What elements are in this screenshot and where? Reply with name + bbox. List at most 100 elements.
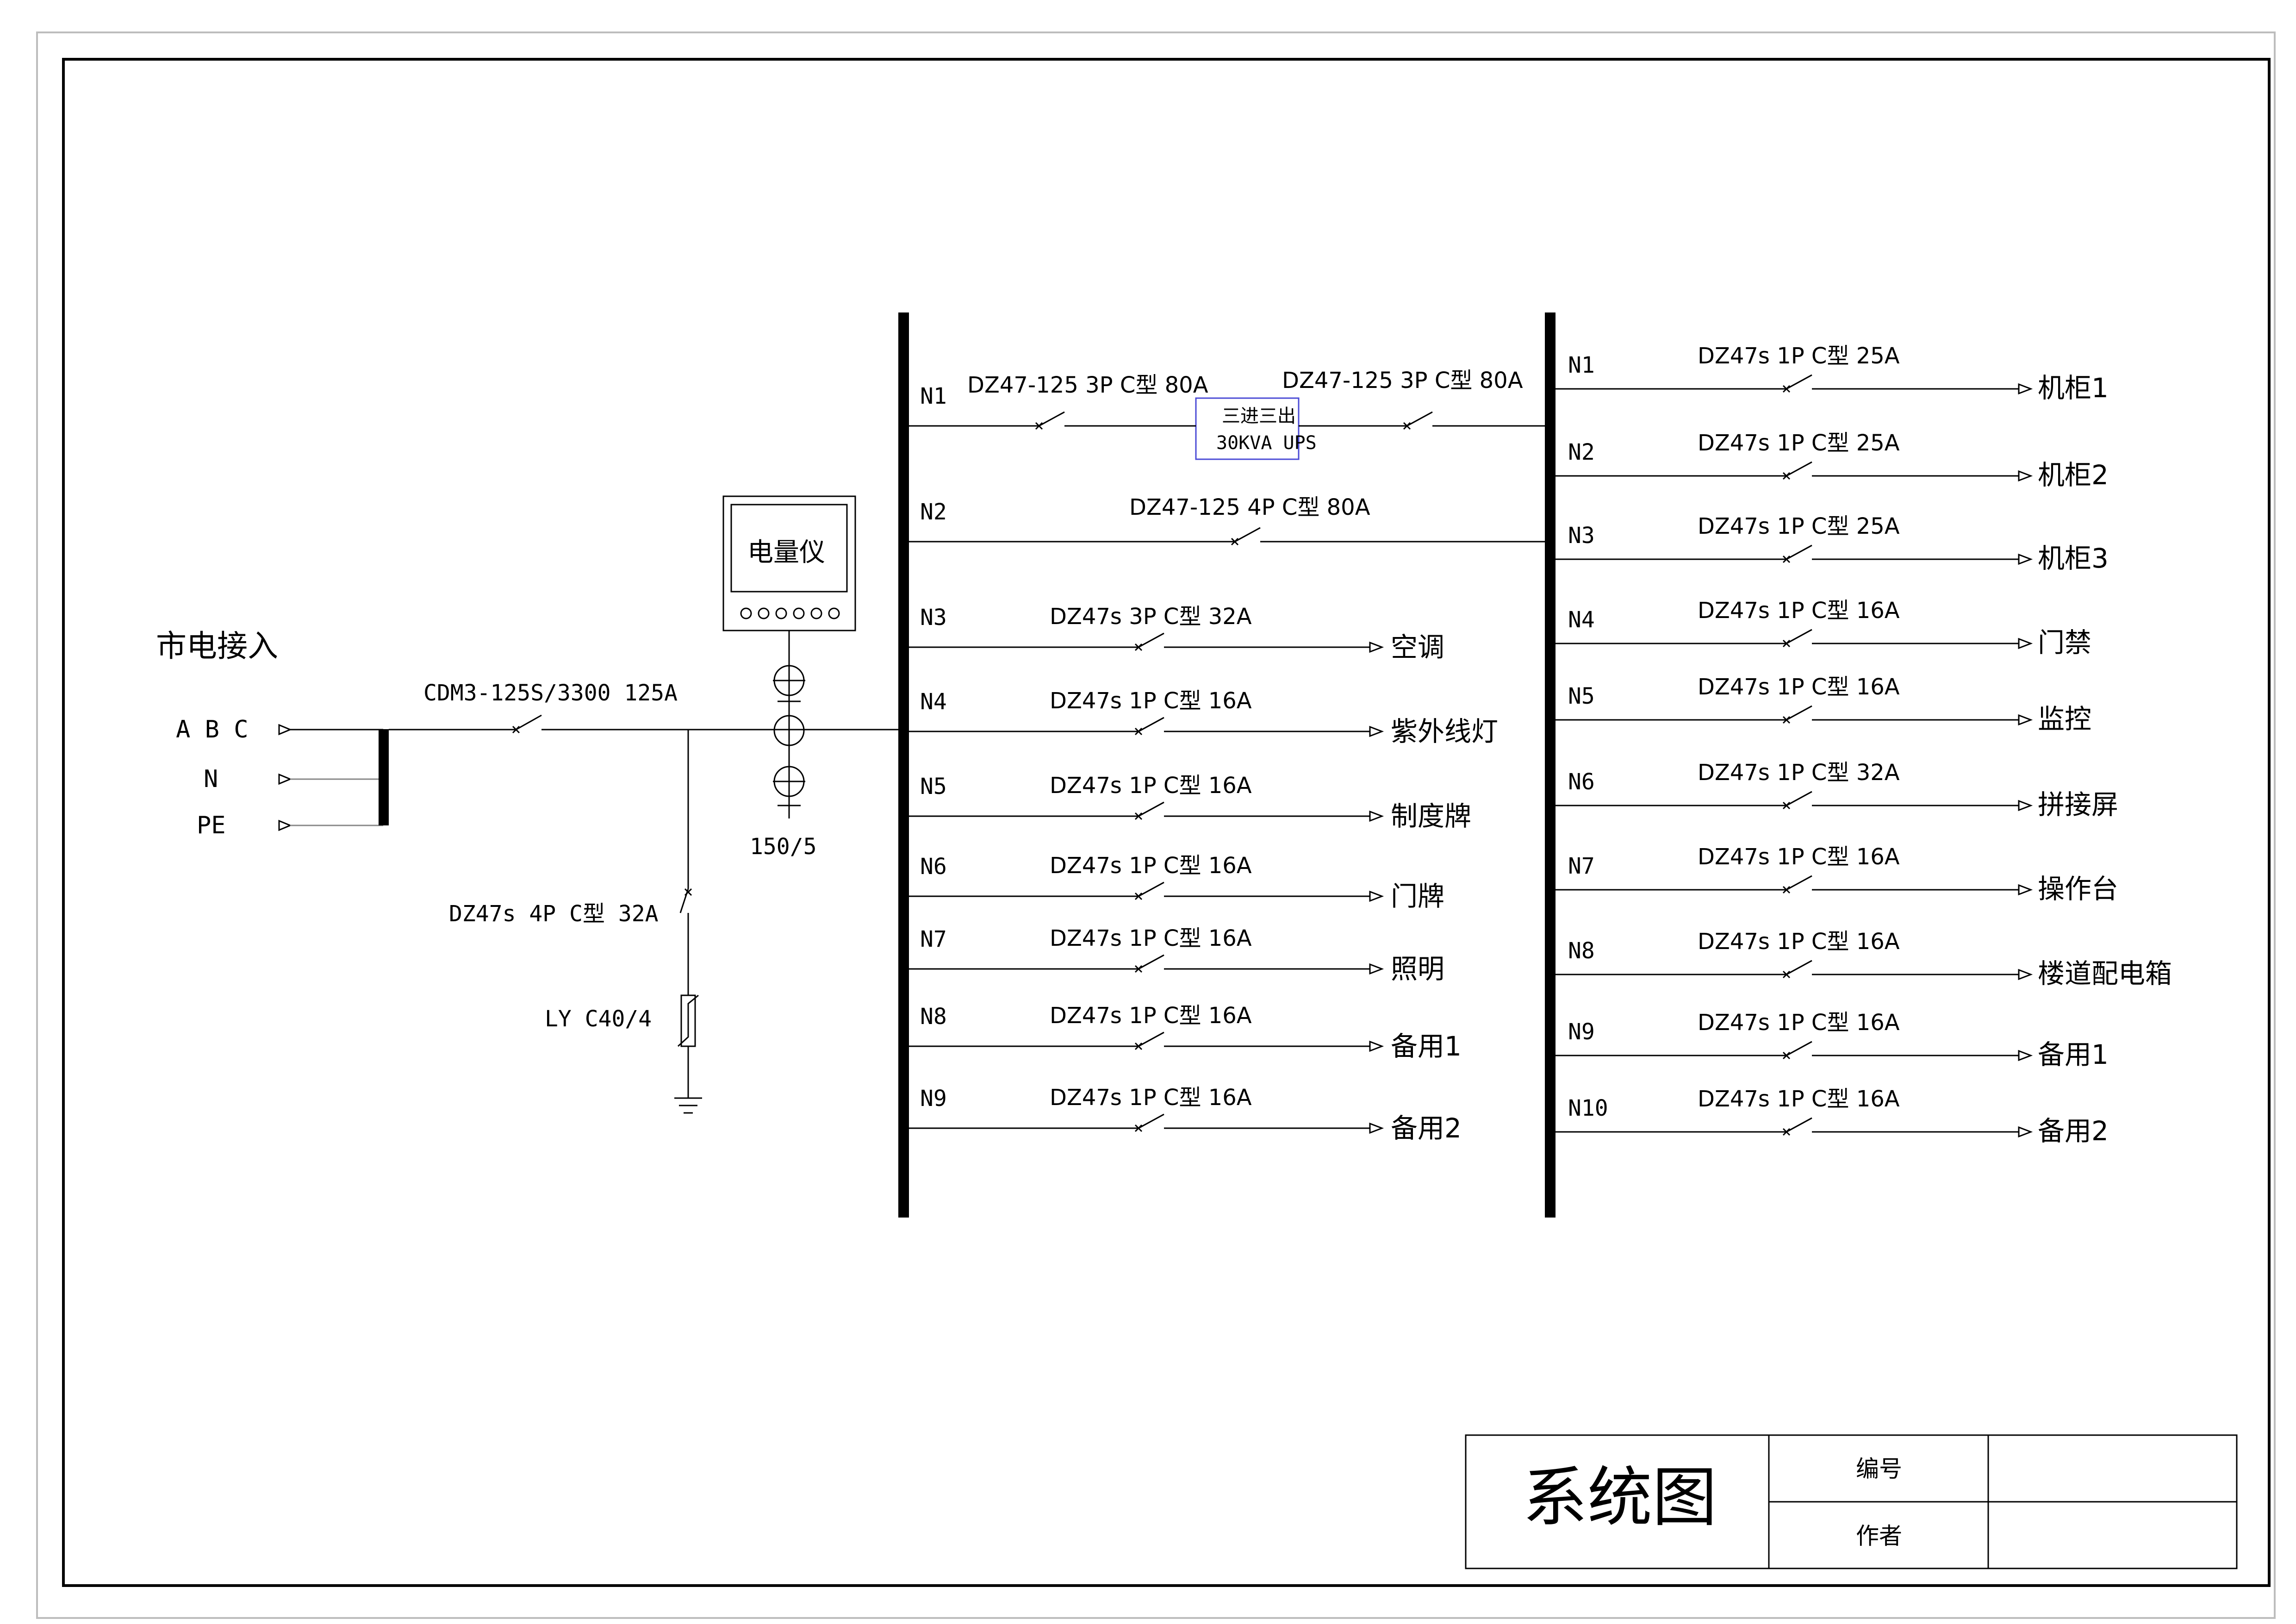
- bus1-n8-breaker-blade: [1138, 1031, 1164, 1047]
- terminal-pe: [278, 819, 292, 831]
- bus1-n9-id: N9: [920, 1086, 947, 1112]
- bus2-n10-id: N10: [1568, 1095, 1608, 1121]
- bus2-n4-load-label: 门禁: [2038, 627, 2091, 658]
- bus1-n4-arrow: [1369, 725, 1384, 737]
- outer-frame: [36, 31, 2276, 1619]
- inner-frame: [62, 58, 2271, 1587]
- bus2-n2-id: N2: [1568, 439, 1595, 465]
- bus2-n9-arrow: [2018, 1049, 2033, 1062]
- meter-assembly: [722, 495, 856, 818]
- title-block: [1465, 1434, 2238, 1569]
- phase-labels: A B C N PE: [176, 716, 249, 839]
- bus2-n1-id: N1: [1568, 352, 1595, 378]
- phase-label-pe: PE: [197, 812, 226, 839]
- terminal-n: [278, 773, 292, 785]
- bus1-n5-circuit: N5 DZ47s 1P C型 16A 制度牌: [909, 773, 1471, 832]
- busbar-1: [898, 312, 909, 1218]
- meter-screen: [730, 504, 848, 593]
- bus2-n6-arrow: [2018, 800, 2033, 812]
- bus2-n3-breaker-label: DZ47s 1P C型 25A: [1698, 513, 1900, 539]
- bus1-n1-breaker-label: DZ47-125 3P C型 80A: [967, 372, 1208, 398]
- bus2-n2-arrow: [2018, 470, 2033, 482]
- bus2-n9-load-label: 备用1: [2038, 1039, 2109, 1070]
- meter-button-2: [758, 607, 770, 619]
- terminal-abc: [278, 724, 292, 736]
- meter-label: 电量仪: [747, 537, 825, 568]
- bus1-n8-arrow: [1369, 1040, 1384, 1052]
- bus2-n1-arrow: [2018, 383, 2033, 395]
- bus1-n7-breaker-blade: [1138, 954, 1164, 970]
- ct-ratio-label: 150/5: [750, 834, 817, 860]
- bus2-n5-load-label: 监控: [2038, 703, 2091, 735]
- bus2-n5-breaker-blade: [1786, 705, 1812, 721]
- bus2-n8-breaker-label: DZ47s 1P C型 16A: [1698, 929, 1900, 955]
- bus2-n6-breaker-blade: [1786, 791, 1812, 806]
- bus2-n4-breaker-label: DZ47s 1P C型 16A: [1698, 598, 1900, 624]
- bus1-n9-breaker-blade: [1138, 1113, 1164, 1129]
- bus1-n6-id: N6: [920, 854, 947, 880]
- number-label: 编号: [1856, 1455, 1902, 1482]
- bus1-n8-breaker-label: DZ47s 1P C型 16A: [1050, 1003, 1252, 1029]
- bus2-n8-breaker-blade: [1786, 960, 1812, 975]
- bus1-n5-load-label: 制度牌: [1391, 800, 1471, 832]
- bus2-n3-id: N3: [1568, 523, 1595, 549]
- source-label: 市电接入: [156, 628, 278, 664]
- bus2-n4-breaker-blade: [1786, 629, 1812, 644]
- bus1-n1-breaker-label-2: DZ47-125 3P C型 80A: [1282, 368, 1523, 394]
- ups-line-1: 三进三出: [1222, 406, 1296, 427]
- bus2-n6-load-label: 拼接屏: [2038, 789, 2118, 820]
- spd-arrester-curve: [677, 994, 699, 1047]
- spd-breaker-label: DZ47s 4P C型 32A: [449, 901, 659, 927]
- meter-button-1: [740, 607, 752, 619]
- bus1-n2-breaker-label: DZ47-125 4P C型 80A: [1129, 494, 1370, 520]
- bus2-n4-id: N4: [1568, 607, 1595, 633]
- bus2-n7-arrow: [2018, 884, 2033, 896]
- bus1-n6-load-label: 门牌: [1391, 881, 1444, 912]
- bus2-n8-arrow: [2018, 968, 2033, 981]
- meter-button-5: [810, 607, 822, 619]
- meter-button-4: [793, 607, 805, 619]
- spd-branch: [674, 730, 702, 1114]
- bus2-n8-load-label: 楼道配电箱: [2038, 958, 2172, 989]
- bus2-n2-breaker-blade: [1786, 461, 1812, 477]
- meter-button-6: [828, 607, 840, 619]
- bus1-n1-id: N1: [920, 383, 947, 409]
- bus1-n4-id: N4: [920, 689, 947, 715]
- bus1-n3-breaker-label: DZ47s 3P C型 32A: [1050, 604, 1252, 630]
- bus1-n9-load-label: 备用2: [1391, 1112, 1462, 1144]
- bus2-n7-id: N7: [1568, 853, 1595, 879]
- bus2-n1-breaker-label: DZ47s 1P C型 25A: [1698, 343, 1900, 369]
- bus1-n5-id: N5: [920, 774, 947, 800]
- bus1-n8-load-label: 备用1: [1391, 1031, 1462, 1062]
- phase-terminals: [278, 724, 383, 831]
- bus1-n7-arrow: [1369, 963, 1384, 975]
- bus2-n1-load-label: 机柜1: [2038, 372, 2109, 404]
- bus2-n9-id: N9: [1568, 1019, 1595, 1045]
- main-breaker-x2: [512, 725, 520, 734]
- bus1-n4-breaker-blade: [1138, 717, 1164, 732]
- bus1-n3-arrow: [1369, 641, 1384, 653]
- ct-ring-2: [773, 715, 805, 746]
- spd-breaker-x2: [684, 888, 692, 896]
- bus1-n6-arrow: [1369, 890, 1384, 902]
- bus2-n2-breaker-label: DZ47s 1P C型 25A: [1698, 430, 1900, 456]
- bus2-n10-breaker-label: DZ47s 1P C型 16A: [1698, 1086, 1900, 1112]
- bus2-n7-load-label: 操作台: [2038, 873, 2118, 905]
- bus1-n5-breaker-label: DZ47s 1P C型 16A: [1050, 773, 1252, 799]
- bus1-n7-load-label: 照明: [1391, 953, 1444, 985]
- bus2-n6-breaker-label: DZ47s 1P C型 32A: [1698, 760, 1900, 786]
- spd-model-label: LY C40/4: [545, 1006, 652, 1032]
- incoming-busbar: [379, 729, 389, 825]
- bus2-n10-arrow: [2018, 1126, 2033, 1138]
- busbar-2: [1545, 312, 1556, 1218]
- meter-button-3: [775, 607, 787, 619]
- bus1-n6-breaker-blade: [1138, 881, 1164, 897]
